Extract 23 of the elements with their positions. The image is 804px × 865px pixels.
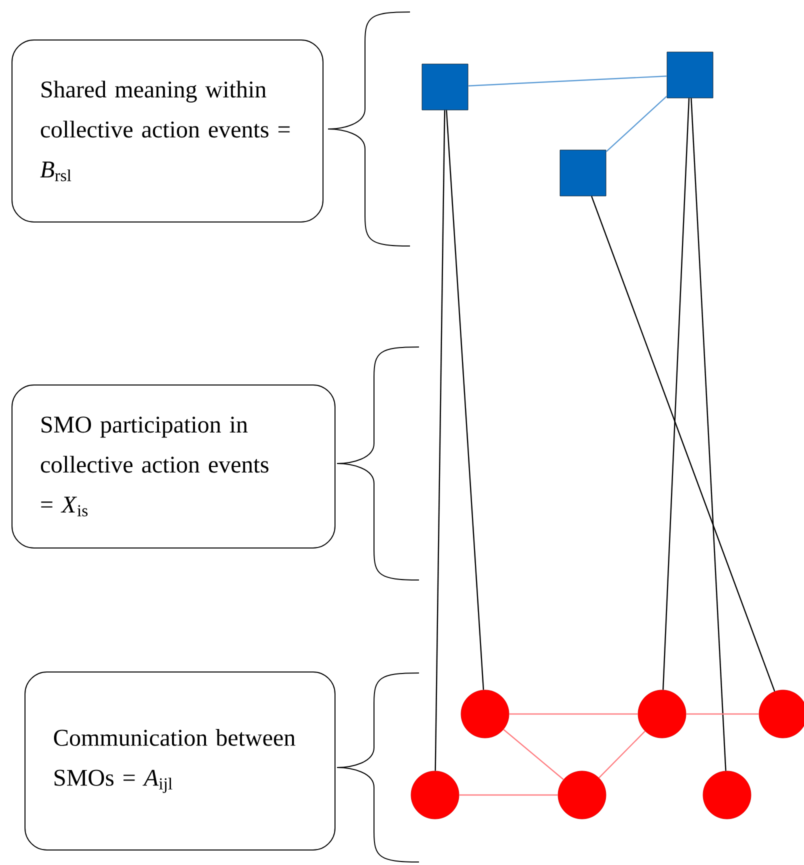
circle-node: [702, 770, 752, 820]
connector-line: [468, 76, 667, 86]
label-box: Shared meaning within collective action events = B$_{rsl}$: [12, 40, 324, 222]
circle-node: [638, 690, 686, 738]
connector-line: [509, 713, 638, 715]
connector-line: [434, 110, 446, 771]
connector-line: [662, 98, 690, 690]
connector-line: [686, 713, 759, 715]
connector-line: [590, 196, 776, 692]
connector-line: [598, 730, 646, 778]
connector-line: [503, 729, 564, 780]
connector-line: [690, 98, 726, 771]
label-box: SMO participation in collective action events = X$_{is}$: [12, 384, 336, 548]
square-node: [422, 64, 468, 110]
circle-node: [558, 770, 606, 820]
circle-node: [460, 690, 510, 738]
square-node: [560, 150, 606, 196]
connector-line: [606, 96, 668, 152]
connector-line: [459, 794, 558, 796]
square-node: [666, 52, 714, 98]
connector-line: [446, 110, 484, 690]
circle-node: [410, 770, 460, 820]
label-box: Communication between SMOs = A$_{ijl}$: [24, 672, 336, 850]
